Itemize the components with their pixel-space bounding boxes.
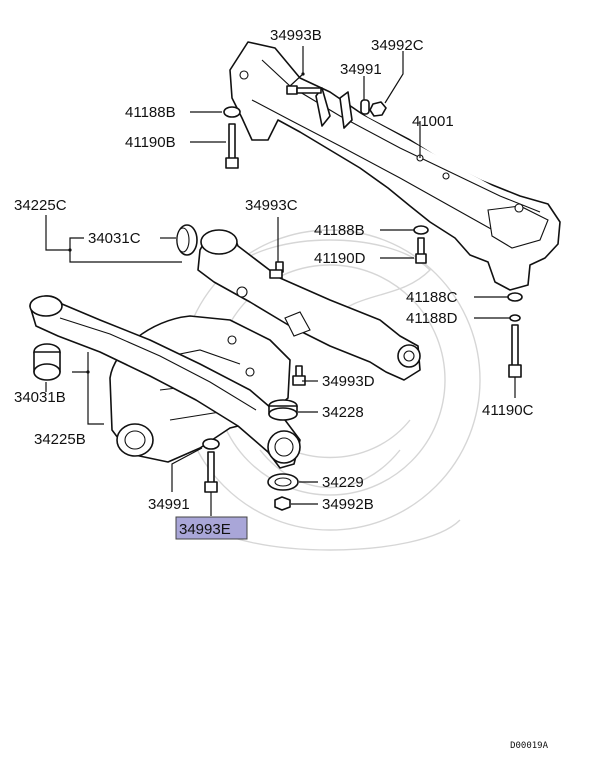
bolt-34993E [204,451,218,493]
label-41190C[interactable]: 41190C [482,402,534,419]
highlight-34993E [175,516,248,540]
label-41188C[interactable]: 41188C [406,289,458,306]
crossmember-41001 [229,41,561,291]
bushing-end-34225B [267,430,301,464]
nut-34992C [369,101,387,117]
washer-34991-bottom [202,438,220,450]
bolt-41190D [415,237,427,264]
label-34992B[interactable]: 34992B [322,496,374,513]
arm-34225B [29,295,301,469]
label-34031C[interactable]: 34031C [88,230,141,247]
label-34993C[interactable]: 34993C [245,197,298,214]
part-labels: 34993B 34992C 34991 41188B 41001 41190B … [14,27,534,538]
bolt-41190C [508,324,522,378]
bolt-34993C [269,261,284,279]
label-41001[interactable]: 41001 [412,113,454,130]
insulator-34229 [267,473,299,491]
label-34225B[interactable]: 34225B [34,431,86,448]
label-34993D[interactable]: 34993D [322,373,375,390]
label-34229[interactable]: 34229 [322,474,364,491]
label-41190D[interactable]: 41190D [314,250,366,267]
label-34993B[interactable]: 34993B [270,27,322,44]
arm-34225C [197,229,421,381]
washer-41188C [507,292,523,302]
label-34991-bottom[interactable]: 34991 [148,496,190,513]
label-34991-top[interactable]: 34991 [340,61,382,78]
bushing-34031B [33,343,61,381]
label-41190B[interactable]: 41190B [125,134,176,151]
watermark-emblem [179,229,481,551]
washer-41188B-right [413,225,429,235]
washer-41188D [509,314,521,322]
nut-34992B [274,496,291,511]
label-41188D[interactable]: 41188D [406,310,458,327]
label-34031B[interactable]: 34031B [14,389,66,406]
diagram-code: D00019A [510,741,549,751]
label-34228[interactable]: 34228 [322,404,364,421]
label-34993E[interactable]: 34993E [179,521,231,538]
bolt-34993B [286,85,322,95]
leader-lines [45,46,516,516]
washer-34991-top [360,99,370,115]
bolt-41190B [225,123,239,169]
bolt-34993D [292,365,306,386]
washer-41188B-left [223,106,241,118]
label-41188B-left[interactable]: 41188B [125,104,176,121]
insulator-34228 [268,399,298,421]
bushing-34031C [176,224,198,256]
label-34225C[interactable]: 34225C [14,197,67,214]
label-41188B-right[interactable]: 41188B [314,222,365,239]
label-34992C[interactable]: 34992C [371,37,424,54]
